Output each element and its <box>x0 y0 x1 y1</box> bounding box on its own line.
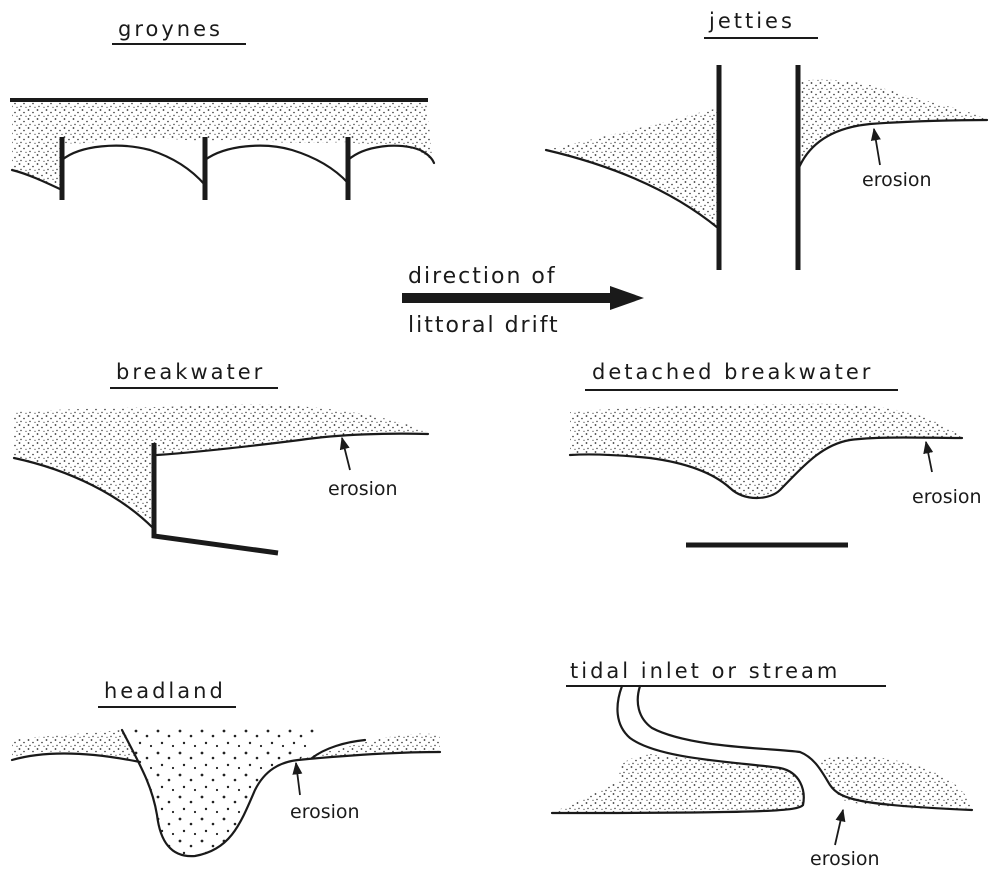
littoral-drift-indicator: direction of littoral drift <box>402 264 644 338</box>
title-tidal-inlet: tidal inlet or stream <box>570 659 840 683</box>
headland-rock-fill <box>122 727 325 856</box>
erosion-label: erosion <box>810 848 880 869</box>
title-groynes: groynes <box>118 17 223 41</box>
panel-breakwater: breakwater erosion <box>14 360 428 553</box>
erosion-arrow <box>926 442 932 472</box>
panel-headland: headland erosion <box>12 679 440 856</box>
drift-arrow <box>402 286 644 310</box>
shoreline <box>62 146 205 185</box>
title-detached-breakwater: detached breakwater <box>592 360 873 384</box>
drift-label-line2: littoral drift <box>408 313 560 338</box>
shoreline <box>205 146 348 183</box>
panel-detached-breakwater: detached breakwater erosion <box>570 360 982 545</box>
title-jetties: jetties <box>708 9 795 33</box>
erosion-label: erosion <box>328 478 398 500</box>
groynes-sand-fill <box>12 100 433 190</box>
title-breakwater: breakwater <box>116 360 265 384</box>
breakwater-sand-fill <box>14 404 428 525</box>
erosion-arrow <box>874 129 880 165</box>
jetties-downdrift-sand-fill <box>798 80 987 170</box>
erosion-label: erosion <box>290 801 360 823</box>
panel-tidal-inlet: tidal inlet or stream erosion <box>552 659 972 869</box>
title-headland: headland <box>104 679 226 703</box>
panel-jetties: jetties erosion <box>546 9 987 270</box>
inlet-updrift-sand-fill <box>552 754 804 814</box>
erosion-label: erosion <box>912 486 982 508</box>
breakwater-wall <box>154 443 278 553</box>
erosion-label: erosion <box>862 169 932 191</box>
drift-label-line1: direction of <box>408 264 557 289</box>
erosion-arrow <box>296 763 300 795</box>
headland-updrift-sand-fill <box>12 730 140 762</box>
panel-groynes: groynes <box>10 17 434 200</box>
erosion-arrow <box>342 438 350 470</box>
erosion-arrow <box>835 810 843 845</box>
inlet-downdrift-sand-fill <box>820 756 972 809</box>
detached-sand-fill <box>570 404 962 498</box>
